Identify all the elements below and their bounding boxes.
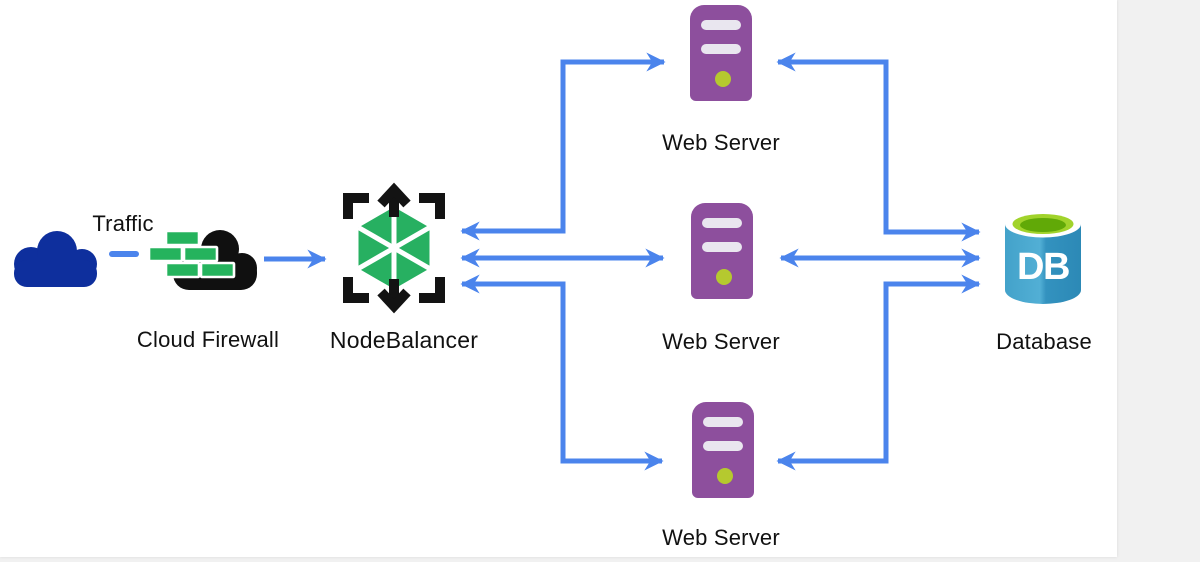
nodebalancer-label: NodeBalancer <box>329 327 479 353</box>
connector-nodebalancer-webserver-top <box>460 52 666 241</box>
firewall-bricks <box>147 229 236 279</box>
traffic-label: Traffic <box>92 211 154 236</box>
web-server-bottom-label: Web Server <box>662 525 780 550</box>
database-label: Database <box>996 329 1092 354</box>
database-body <box>1005 224 1081 304</box>
web-server-middle-label: Web Server <box>662 329 780 354</box>
connector-nodebalancer-webserver-bottom <box>460 274 664 471</box>
cloud-firewall-label: Cloud Firewall <box>136 327 280 352</box>
nodebalancer-arrows <box>343 182 445 314</box>
web-server-top-icon <box>690 5 752 101</box>
database-top-inner <box>1020 218 1066 232</box>
traffic-cloud-icon <box>14 231 97 287</box>
nodebalancer-icon <box>343 182 445 314</box>
firewall-cloud-icon <box>147 229 257 290</box>
web-server-bottom-icon <box>692 402 754 498</box>
web-server-middle-icon <box>691 203 753 299</box>
db-badge: DB <box>1017 246 1069 288</box>
web-server-top-label: Web Server <box>662 130 780 155</box>
connector-webserver-bottom-database <box>776 274 981 471</box>
connector-webserver-top-database <box>776 52 981 242</box>
database-cylinder-icon: DB <box>1005 210 1081 304</box>
